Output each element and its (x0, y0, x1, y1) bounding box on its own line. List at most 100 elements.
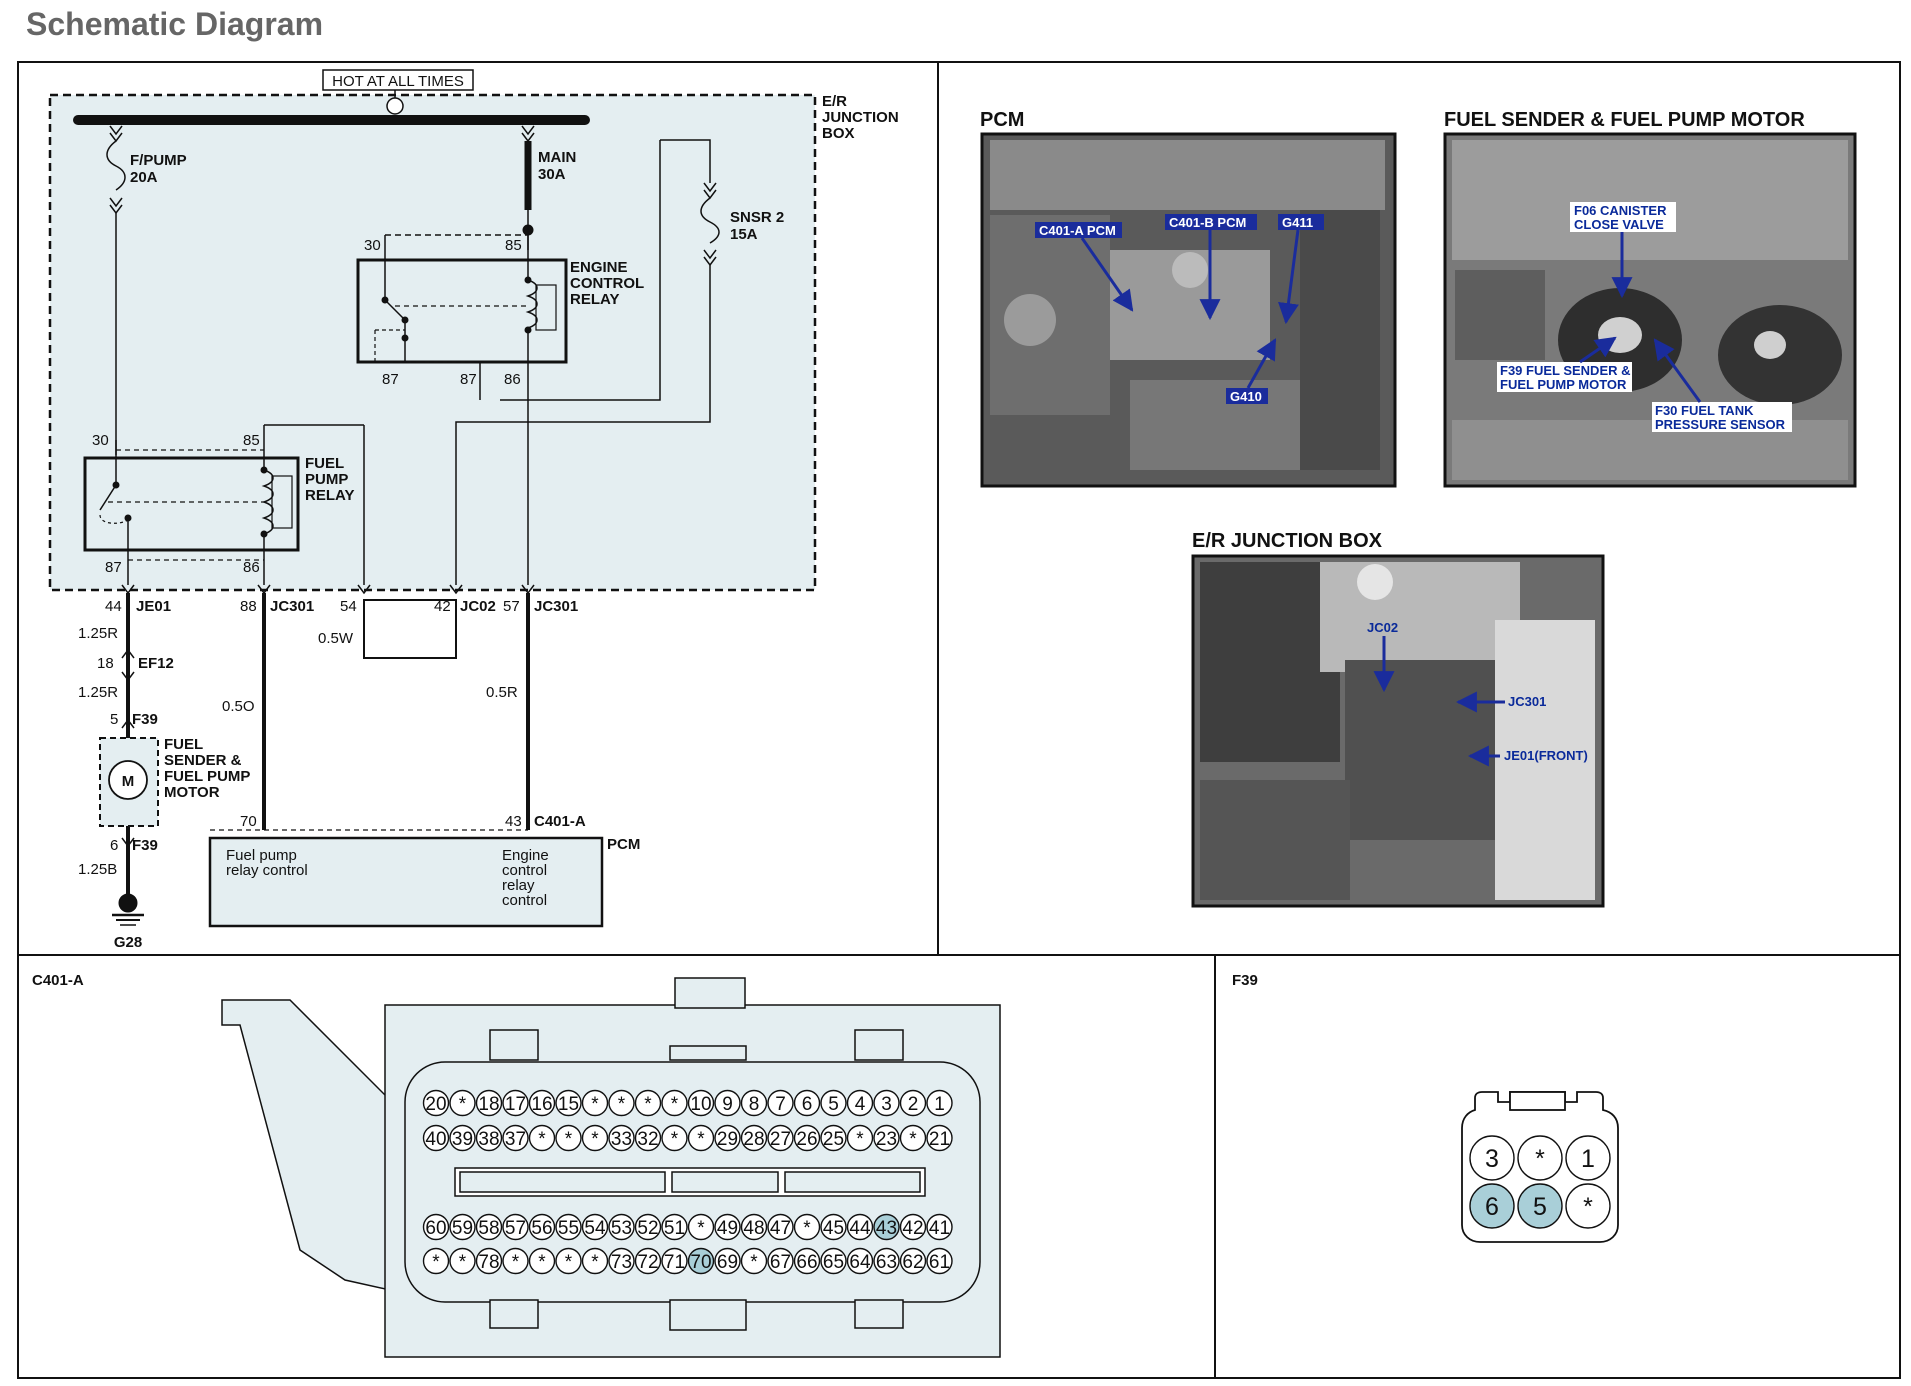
pin-circle (1565, 1183, 1611, 1229)
wire-w1: 1.25R (78, 625, 118, 642)
f39-title: F39 (1232, 972, 1258, 989)
pin-circle (740, 1213, 768, 1241)
pin-label: * (618, 1094, 626, 1115)
pin-label: 5 (828, 1094, 839, 1115)
fpr-label-1: FUEL (305, 455, 344, 472)
pin-label: 20 (425, 1094, 446, 1115)
pin-circle (422, 1213, 450, 1241)
pcm-photo-label-2: C401-B PCM (1169, 215, 1246, 230)
pin-circle (528, 1213, 556, 1241)
fpr-label-3: RELAY (305, 487, 354, 504)
fpr-pin85: 85 (243, 432, 260, 449)
pin-circle (926, 1213, 953, 1241)
pin-circle (846, 1213, 874, 1241)
ground-label: G28 (114, 934, 142, 951)
pin-label: * (671, 1129, 679, 1150)
pin-circle (502, 1247, 529, 1275)
pcm-photo-label-3: G411 (1282, 215, 1313, 230)
pin-label: 60 (425, 1218, 446, 1239)
wire-w5: 0.5W (318, 630, 354, 647)
ecr-pin30: 30 (364, 237, 381, 254)
pin-circle (1469, 1135, 1515, 1181)
pin-label: 51 (664, 1218, 685, 1239)
pin-label: 42 (902, 1218, 923, 1239)
pin-label: * (1535, 1145, 1545, 1173)
pin-circle (926, 1247, 953, 1275)
pin-circle (714, 1089, 741, 1117)
pin-circle (1469, 1183, 1515, 1229)
wire-w6: 0.5R (486, 684, 518, 701)
ecr-label-3: RELAY (570, 291, 619, 308)
pin-label: 45 (823, 1218, 844, 1239)
pin-circle (449, 1124, 476, 1152)
pcm-photo-label-1: C401-A PCM (1039, 223, 1116, 238)
pin-circle (873, 1124, 900, 1152)
pcm-label: PCM (607, 836, 640, 853)
fuel-photo-label-3: F39 FUEL SENDER & (1500, 363, 1631, 378)
motor-label-2: SENDER & (164, 752, 242, 769)
jc301b: JC301 (534, 598, 578, 615)
ecr-label-2: CONTROL (570, 275, 644, 292)
pin-circle (846, 1124, 874, 1152)
fuel-photo-label-5: F30 FUEL TANK (1655, 403, 1754, 418)
fpump-fuse-name: F/PUMP (130, 152, 187, 169)
pin-label: * (591, 1094, 599, 1115)
pcm-left-2: relay control (226, 862, 308, 879)
pin-label: 66 (796, 1252, 817, 1273)
pin-label: * (565, 1252, 573, 1273)
pin-circle (422, 1124, 450, 1152)
pin-circle (1517, 1135, 1563, 1181)
pin-label: * (565, 1129, 573, 1150)
pin-label: 23 (876, 1129, 897, 1150)
pin-label: 70 (690, 1252, 711, 1273)
pin-label: * (432, 1252, 440, 1273)
pin-circle (555, 1247, 582, 1275)
motor-label-1: FUEL (164, 736, 203, 753)
pin-circle (502, 1213, 529, 1241)
pin-circle (608, 1089, 635, 1117)
pin-label: 52 (637, 1218, 658, 1239)
pin-label: 78 (478, 1252, 499, 1273)
pin-label: 41 (929, 1218, 950, 1239)
pin-label: 5 (1533, 1193, 1547, 1221)
junction-box (48, 93, 817, 592)
pcm-box (208, 836, 604, 928)
pin-circle (767, 1247, 794, 1275)
pin-circle (634, 1213, 662, 1241)
pin-label: 53 (611, 1218, 632, 1239)
pin-label: 38 (478, 1129, 499, 1150)
ecr-pin85: 85 (505, 237, 522, 254)
pin-label: * (644, 1094, 652, 1115)
pin-label: * (591, 1252, 599, 1273)
fuel-photo-label-4: FUEL PUMP MOTOR (1500, 377, 1627, 392)
pin-circle (661, 1213, 688, 1241)
pin-label: 67 (770, 1252, 791, 1273)
pin-label: 27 (770, 1129, 791, 1150)
pin-label: * (459, 1252, 467, 1273)
je01-pin: 44 (105, 598, 122, 615)
pin-label: 73 (611, 1252, 632, 1273)
ecr-pin87a: 87 (382, 371, 399, 388)
pin-circle (820, 1213, 847, 1241)
pin-label: * (671, 1094, 679, 1115)
pin-label: 7 (775, 1094, 786, 1115)
pcm-left-1: Fuel pump (226, 847, 297, 864)
snsr-fuse (455, 139, 720, 585)
c401-pin43: 43 (505, 813, 522, 830)
pin-label: 29 (717, 1129, 738, 1150)
pcm-photo (980, 132, 1397, 488)
pcm-right-1: Engine (502, 847, 549, 864)
pin-circle (714, 1247, 741, 1275)
c401-pin70: 70 (240, 813, 257, 830)
pin-label: 40 (425, 1129, 446, 1150)
pin-circle (555, 1124, 582, 1152)
pin-circle (581, 1124, 609, 1152)
pin-circle (449, 1089, 476, 1117)
pin-circle (634, 1089, 662, 1117)
f39-top: F39 (132, 711, 158, 728)
er-photo-label-3: JE01(FRONT) (1504, 748, 1588, 763)
jc301a: JC301 (270, 598, 314, 615)
jc301a-pin: 88 (240, 598, 257, 615)
page-title: Schematic Diagram (26, 6, 324, 42)
